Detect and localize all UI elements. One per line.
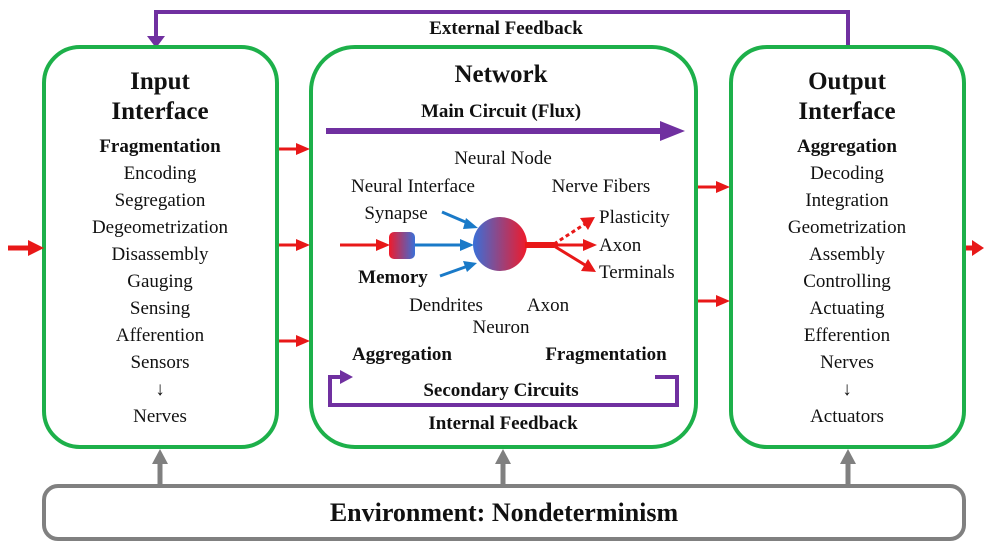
neuron-label: Neuron bbox=[473, 317, 530, 338]
dendrites-label: Dendrites bbox=[409, 295, 483, 316]
input-item: Sensors bbox=[130, 352, 189, 373]
output-title-line1: Output bbox=[808, 68, 886, 95]
external-feedback-loop bbox=[147, 10, 850, 48]
output-item: Actuators bbox=[810, 406, 884, 427]
output-heading: Aggregation bbox=[797, 136, 897, 157]
output-down-arrow: ↓ bbox=[842, 379, 852, 400]
input-to-network-arrow bbox=[279, 335, 310, 347]
plasticity-label: Plasticity bbox=[599, 207, 670, 228]
environment-to-input-arrow bbox=[152, 449, 168, 486]
signal-in-arrow bbox=[340, 239, 390, 251]
output-to-environment-arrow bbox=[966, 240, 984, 256]
output-item: Nerves bbox=[820, 352, 874, 373]
environment-to-output-arrow bbox=[840, 449, 856, 486]
terminals-label: Terminals bbox=[599, 262, 675, 283]
memory-block bbox=[389, 232, 415, 259]
secondary-circuit-loop bbox=[328, 370, 679, 407]
memory-to-neuron-arrow bbox=[415, 239, 474, 251]
network-to-output-arrow bbox=[698, 295, 730, 307]
input-title-line1: Input bbox=[130, 68, 190, 95]
output-item: Decoding bbox=[810, 163, 884, 184]
secondary-circuits-label: Secondary Circuits bbox=[423, 380, 578, 401]
memory-label: Memory bbox=[358, 267, 428, 288]
input-item: Encoding bbox=[124, 163, 197, 184]
fragmentation-label: Fragmentation bbox=[545, 344, 667, 365]
output-item: Geometrization bbox=[788, 217, 907, 238]
environment-label: Environment: Nondeterminism bbox=[330, 498, 679, 527]
input-title-line2: Interface bbox=[111, 98, 208, 125]
neural-node bbox=[473, 217, 527, 271]
synapse-label: Synapse bbox=[364, 203, 427, 224]
input-item: Disassembly bbox=[111, 244, 209, 265]
neural-node-label: Neural Node bbox=[454, 148, 552, 169]
terminals-arrow bbox=[553, 244, 596, 272]
dendrite-arrow bbox=[439, 261, 477, 278]
input-down-arrow: ↓ bbox=[155, 379, 165, 400]
output-item: Assembly bbox=[809, 244, 886, 265]
axon-output-arrow bbox=[554, 239, 597, 251]
output-interface-box bbox=[729, 45, 966, 449]
input-to-network-arrow bbox=[279, 239, 310, 251]
input-item: Afferention bbox=[116, 325, 205, 346]
environment-input-arrow bbox=[8, 240, 44, 256]
input-item: Degeometrization bbox=[92, 217, 229, 238]
output-title-line2: Interface bbox=[798, 98, 895, 125]
axon-output-label: Axon bbox=[599, 235, 642, 256]
input-item: Segregation bbox=[115, 190, 206, 211]
synapse-arrow bbox=[441, 210, 478, 229]
input-item: Sensing bbox=[130, 298, 191, 319]
internal-feedback-label: Internal Feedback bbox=[428, 413, 578, 434]
output-item: Actuating bbox=[810, 298, 885, 319]
main-circuit-arrow bbox=[326, 121, 685, 141]
nerve-fibers-label: Nerve Fibers bbox=[552, 176, 651, 197]
output-item: Controlling bbox=[803, 271, 891, 292]
input-item: Nerves bbox=[133, 406, 187, 427]
input-interface-box bbox=[42, 45, 279, 449]
environment-to-network-arrow bbox=[495, 449, 511, 486]
aggregation-label: Aggregation bbox=[352, 344, 452, 365]
network-title: Network bbox=[454, 61, 547, 88]
neural-interface-label: Neural Interface bbox=[351, 176, 475, 197]
plasticity-arrow bbox=[553, 217, 595, 246]
input-to-network-arrow bbox=[279, 143, 310, 155]
axon-label: Axon bbox=[527, 295, 570, 316]
output-item: Integration bbox=[805, 190, 889, 211]
external-feedback-label: External Feedback bbox=[429, 18, 583, 39]
input-item: Gauging bbox=[127, 271, 193, 292]
output-item: Efferention bbox=[804, 325, 891, 346]
main-circuit-label: Main Circuit (Flux) bbox=[421, 101, 581, 122]
input-heading: Fragmentation bbox=[99, 136, 221, 157]
network-to-output-arrow bbox=[698, 181, 730, 193]
